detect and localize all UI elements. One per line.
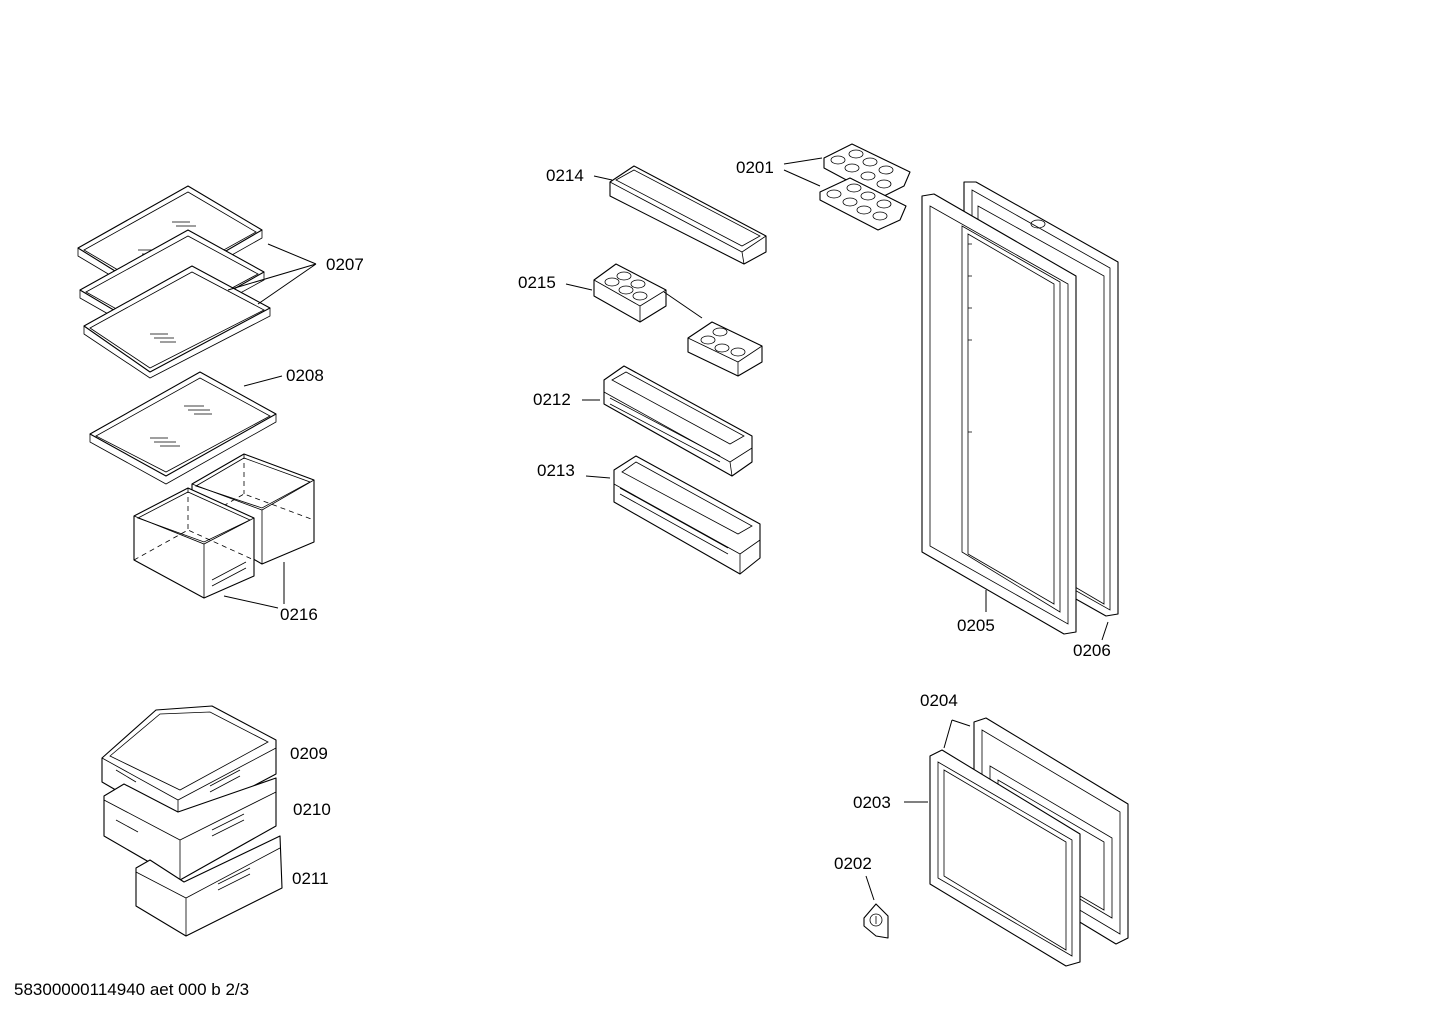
document-code: 58300000114940 aet 000 b 2/3 <box>14 980 250 999</box>
label-0216: 0216 <box>280 605 318 624</box>
label-0212: 0212 <box>533 390 571 409</box>
label-0205: 0205 <box>957 616 995 635</box>
label-0204: 0204 <box>920 691 958 710</box>
label-0214: 0214 <box>546 166 584 185</box>
glass-shelf-0208: 0208 <box>89 366 324 485</box>
door-gasket-0205: 0205 <box>921 193 1077 635</box>
label-0211: 0211 <box>292 869 329 888</box>
label-0202: 0202 <box>834 854 872 873</box>
glass-shelves-0207: 0207 <box>77 185 364 379</box>
label-0203: 0203 <box>853 793 891 812</box>
label-0201: 0201 <box>736 158 774 177</box>
knob-0202: 0202 <box>834 854 889 939</box>
label-0210: 0210 <box>293 800 331 819</box>
label-0213: 0213 <box>537 461 575 480</box>
label-0209: 0209 <box>290 744 328 763</box>
crisper-drawers-0216: 0216 <box>133 453 318 624</box>
egg-holders-0215: 0215 <box>518 263 763 377</box>
label-0208: 0208 <box>286 366 324 385</box>
freezer-drawer-0210: 0210 <box>103 777 331 881</box>
label-0215: 0215 <box>518 273 556 292</box>
door-bin-0212: 0212 <box>533 365 753 477</box>
egg-trays-0201: 0201 <box>736 143 911 231</box>
freezer-drawer-0211: 0211 <box>135 835 329 937</box>
freezer-door-gasket-0203: 0203 <box>853 749 1081 967</box>
freezer-drawers: 0209 0210 0211 <box>101 705 331 937</box>
label-0207: 0207 <box>326 255 364 274</box>
door-shelf-0214: 0214 <box>546 165 767 265</box>
door-bin-0213: 0213 <box>537 455 761 575</box>
label-0206: 0206 <box>1073 641 1111 660</box>
